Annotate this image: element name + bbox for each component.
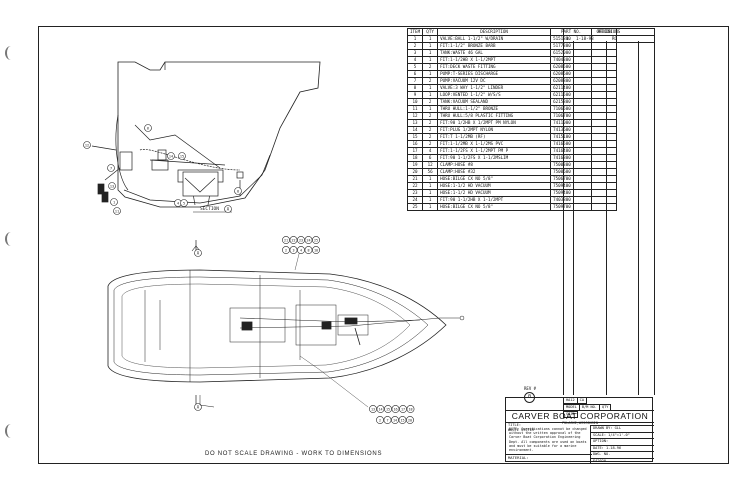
- date: DATE: 1-18-96: [590, 444, 654, 451]
- dwg-no: E42020: [590, 457, 654, 464]
- callout-balloon: [312, 246, 320, 254]
- punch-hole: [5, 46, 17, 60]
- revision-date: 1-18-98: [576, 36, 594, 41]
- svg-text:4: 4: [177, 201, 179, 205]
- callout-number: 22: [291, 238, 295, 242]
- svg-text:1: 1: [113, 200, 115, 204]
- revisions-block: REVISIONS 1 1-18-98 RG: [563, 28, 655, 43]
- svg-text:6: 6: [147, 126, 149, 130]
- callout-number: 2: [285, 248, 287, 252]
- company-name: CARVER BOAT CORPORATION: [506, 410, 654, 423]
- punch-hole: [5, 424, 17, 438]
- footer-note: DO NOT SCALE DRAWING - WORK TO DIMENSION…: [205, 451, 383, 457]
- svg-text:7: 7: [110, 166, 112, 170]
- svg-text:12: 12: [85, 143, 89, 147]
- company-city: PULASKI,WISCONSIN: [562, 421, 598, 425]
- section-cut-bottom-label: A: [197, 405, 200, 410]
- option-cell: [591, 203, 618, 211]
- callout-number: 15: [386, 407, 390, 411]
- svg-text:14: 14: [169, 154, 173, 158]
- plan-view: [107, 249, 465, 408]
- callout-number: 13: [371, 407, 375, 411]
- callout-number: 18: [408, 407, 412, 411]
- callout-number: 21: [284, 238, 288, 242]
- item-cell: 25: [406, 203, 424, 211]
- callout-number: 14: [393, 418, 397, 422]
- callout-number: 2: [379, 418, 381, 422]
- side-view-callouts: [83, 124, 242, 215]
- callout-balloon: [406, 416, 414, 424]
- drawing-border: [38, 26, 729, 464]
- svg-text:15: 15: [180, 154, 184, 158]
- title-label: TITLE:: [508, 423, 521, 427]
- callout-number: 23: [299, 238, 303, 242]
- callout-balloon: [406, 405, 415, 413]
- title-value: WASTE SYSTEM: [508, 428, 534, 432]
- title-field: TITLE:: [508, 423, 588, 427]
- revision-by: RG: [612, 36, 618, 41]
- callout-number: 15: [400, 418, 404, 422]
- top-callout-balloons-row2: 2 3 4 8 10: [282, 246, 320, 254]
- section-label: SECTION: [200, 206, 219, 212]
- svg-text:8: 8: [237, 189, 239, 193]
- callout-number: 7: [386, 418, 388, 422]
- revision-entry: 1 1-18-98 RG: [564, 36, 654, 42]
- section-cut-top: [191, 240, 202, 411]
- callout-number: 10: [314, 248, 318, 252]
- callout-number: 3: [292, 248, 294, 252]
- callout-number: 17: [401, 407, 405, 411]
- revisions-title: REVISIONS: [564, 29, 654, 36]
- title-value-field: WASTE SYSTEM: [508, 428, 588, 432]
- section-marker: [193, 205, 232, 213]
- callout-number: 8: [307, 248, 309, 252]
- revision-number: 1: [566, 36, 569, 41]
- callout-number: 16: [393, 407, 397, 411]
- section-view: [91, 61, 321, 208]
- callout-balloon: [312, 236, 320, 244]
- punch-hole: [5, 232, 17, 246]
- scale: SCALE: 1/4"=1'-0": [590, 431, 654, 438]
- material-field: MATERIAL:: [506, 454, 592, 460]
- callout-number: 4: [300, 248, 302, 252]
- svg-text:11: 11: [115, 209, 119, 213]
- svg-text:5: 5: [183, 201, 185, 205]
- option: OPTION:: [590, 438, 654, 445]
- title-block-fields: DRAWN BY: GLL SCALE: 1/4"=1'-0" OPTION: …: [590, 425, 654, 464]
- spec-note: NOTE: Specifications cannot be changed w…: [509, 427, 587, 453]
- callout-number: 14: [378, 407, 382, 411]
- revisions-columns: [563, 41, 655, 395]
- callout-number: 25: [314, 238, 318, 242]
- title-block: CARVER BOAT CORPORATION PULASKI,WISCONSI…: [505, 397, 654, 464]
- callout-number: 24: [306, 238, 310, 242]
- svg-text:13: 13: [110, 184, 114, 188]
- drawn-by: DRAWN BY: GLL: [590, 425, 654, 432]
- size-label: SIZE: [563, 411, 578, 418]
- rev-marker-label: REV #: [524, 386, 537, 391]
- section-letter: A: [227, 207, 230, 212]
- section-cut-top-label: A: [197, 251, 200, 256]
- callout-number: 20: [408, 418, 412, 422]
